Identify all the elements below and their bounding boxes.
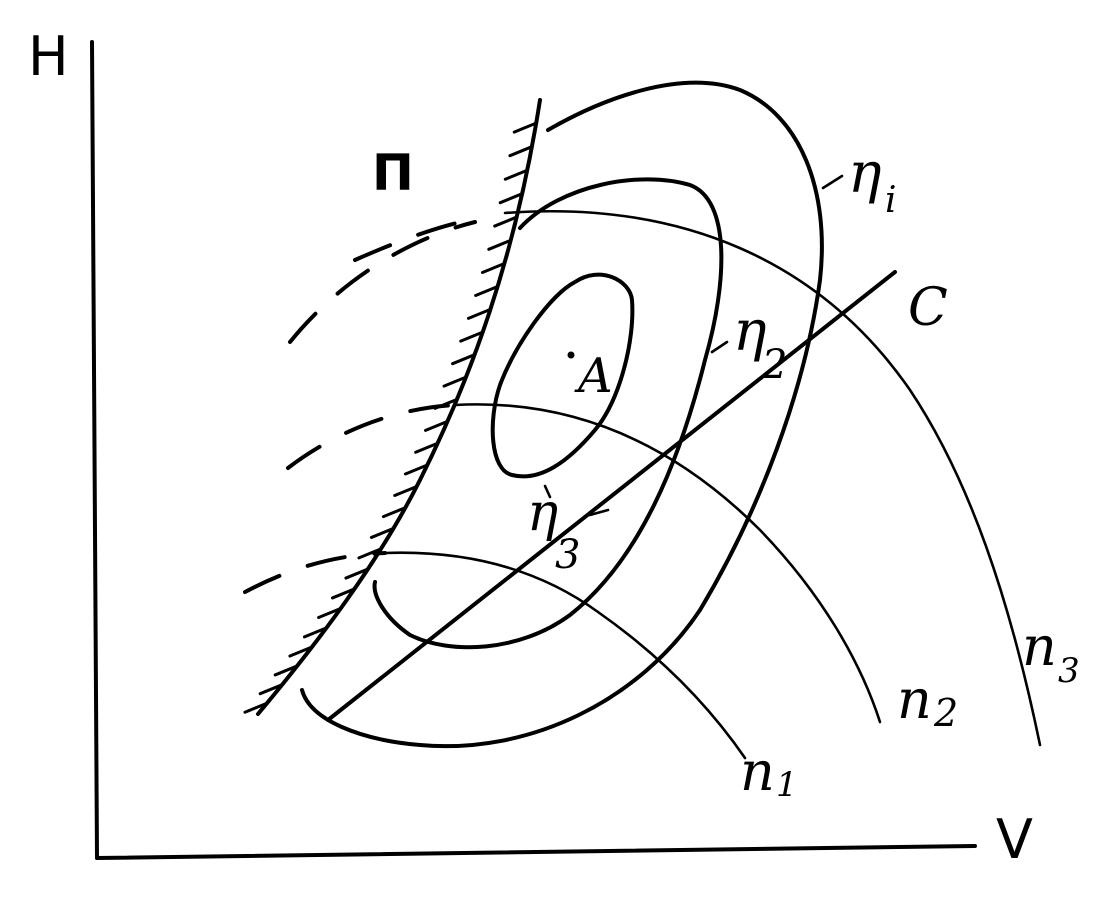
surge-boundary-hatching [243,121,538,714]
axes [90,40,977,860]
axis-v [95,844,977,860]
dashed-extension-n2 [286,403,457,470]
labels: H V П A C η i η 2 η 3 n 1 n 2 n 3 [28,25,1080,871]
eta2-symbol: η [733,299,767,364]
n2-subscript: 2 [933,691,958,735]
hatch-tick [258,683,284,696]
hatch-tick [508,145,534,158]
hatch-tick [451,353,477,366]
n3-symbol: n [1022,615,1057,678]
hatch-tick [317,607,343,620]
hatch-tick [466,307,492,320]
hatch-tick [302,626,328,639]
n1-subscript: 1 [776,765,798,805]
optimum-point-a [567,351,575,359]
hatch-tick [480,261,506,274]
leader-eta1 [821,174,844,190]
speed-curve-n3 [503,209,1042,747]
n2-label: n 2 [897,668,958,735]
label-leaders [543,174,844,517]
dashed-extension-n3b [353,218,472,262]
speed-curve-n2 [453,403,882,724]
efficiency-contours [300,80,824,749]
eta1-subscript: i [885,180,897,221]
n3-label: n 3 [1022,615,1080,691]
eta3-label: η 3 [527,483,580,578]
hatch-tick [424,419,450,432]
hatch-tick [381,506,407,519]
eta2-subscript: 2 [761,342,787,388]
hatch-tick [414,441,440,454]
hatch-tick [493,215,519,228]
surge-boundary [243,98,542,716]
region-p-label: П [372,144,414,202]
hatch-tick [243,701,269,714]
leader-eta3-a [543,484,552,499]
hatch-tick [403,463,429,476]
efficiency-contour-eta3 [490,272,635,479]
axis-h [90,40,99,860]
n3-subscript: 3 [1058,651,1080,691]
hatch-tick [474,284,500,297]
n1-label: n 1 [740,740,798,805]
hatch-tick [357,547,383,560]
operating-line-c [326,270,897,722]
dashed-extension-n3a [288,220,477,344]
speed-curves [383,209,1042,760]
hatch-tick [330,587,356,600]
line-c-label: C [908,278,948,338]
hatch-tick [393,484,419,497]
efficiency-contour-eta2 [372,177,724,650]
hatch-tick [288,645,314,658]
hatch-tick [503,168,529,181]
dashed-extension-n1 [243,551,387,594]
hatch-tick [369,526,395,539]
eta3-subscript: 3 [555,532,580,578]
eta1-label: η i [848,141,897,221]
eta1-symbol: η [848,141,882,206]
efficiency-contour-eta1 [300,80,824,749]
hatch-tick [344,567,370,580]
leader-eta3-b [588,508,610,517]
hatch-tick [442,375,468,388]
eta2-label: η 2 [733,299,787,388]
hatch-tick [273,664,299,677]
axis-h-label: H [28,25,69,88]
axis-v-label: V [996,808,1033,871]
hatch-tick [459,330,485,343]
n1-symbol: n [740,740,775,803]
optimum-a-label: A [574,348,613,404]
hatch-tick [498,192,524,205]
n2-symbol: n [897,668,932,731]
dashed-extensions [243,218,477,594]
eta3-symbol: η [527,483,558,543]
hatch-tick [487,238,513,251]
hatch-tick [512,121,538,134]
speed-curve-n1 [383,551,747,760]
leader-eta2 [710,340,729,354]
